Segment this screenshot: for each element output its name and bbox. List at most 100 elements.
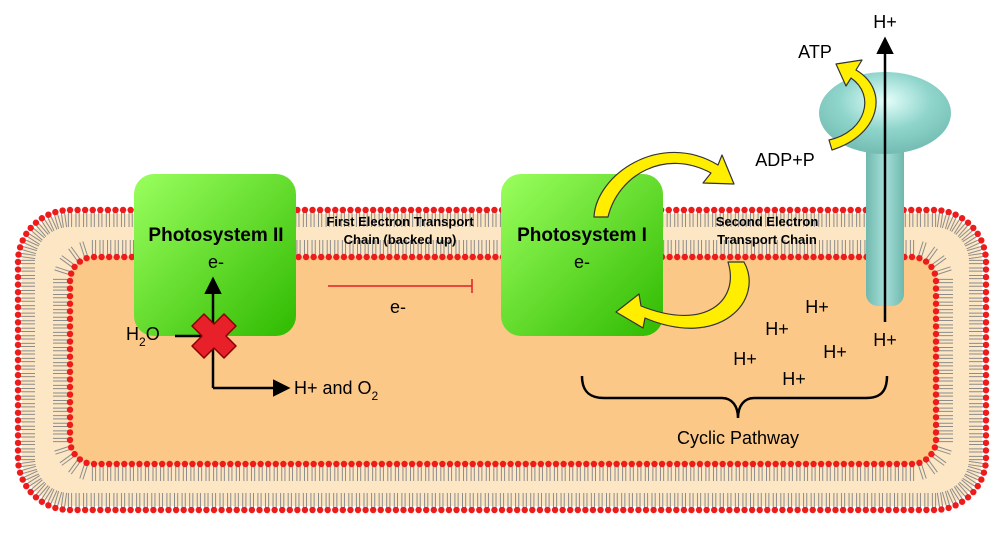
phospholipid-head xyxy=(878,460,885,468)
lipid-tail xyxy=(19,465,37,472)
phospholipid-head xyxy=(423,206,430,214)
phospholipid-head xyxy=(734,460,741,468)
phospholipid-head xyxy=(272,460,279,468)
phospholipid-head xyxy=(324,206,331,214)
phospholipid-head xyxy=(83,254,90,262)
phospholipid-head xyxy=(665,506,672,514)
phospholipid-head xyxy=(302,460,310,468)
phospholipid-head xyxy=(982,432,990,439)
phospholipid-head xyxy=(932,323,940,330)
lipid-tail xyxy=(930,255,945,267)
lipid-tail xyxy=(920,462,927,479)
phospholipid-head xyxy=(128,253,136,261)
phospholipid-head xyxy=(32,494,40,501)
phospholipid-head xyxy=(301,506,309,514)
photosystem-ii-electron: e- xyxy=(208,252,224,272)
phospholipid-head xyxy=(932,330,940,338)
phospholipid-head xyxy=(627,506,635,514)
phospholipid-head xyxy=(445,506,453,514)
lipid-tail xyxy=(946,213,955,230)
phospholipid-head xyxy=(401,460,408,468)
phospholipid-head xyxy=(378,253,386,261)
lipid-tail xyxy=(40,218,51,234)
lipid-tail xyxy=(20,468,38,475)
phospholipid-head xyxy=(180,506,187,514)
lipid-tail xyxy=(36,485,49,499)
phospholipid-head xyxy=(932,391,940,398)
phospholipid-head xyxy=(620,460,628,468)
phospholipid-head xyxy=(280,460,287,468)
lipid-tail xyxy=(18,460,36,465)
phospholipid-head xyxy=(923,506,930,514)
lipid-tail xyxy=(55,266,72,273)
phospholipid-head xyxy=(719,253,726,261)
phospholipid-head xyxy=(970,224,977,232)
phospholipid-head xyxy=(810,253,817,261)
phospholipid-head xyxy=(477,460,484,468)
phospholipid-head xyxy=(636,460,643,468)
phospholipid-head xyxy=(14,424,22,432)
phospholipid-head xyxy=(477,253,484,261)
phospholipid-head xyxy=(945,208,952,216)
phospholipid-head xyxy=(930,206,938,214)
phospholipid-head xyxy=(14,281,22,288)
phospholipid-head xyxy=(468,206,475,214)
phospholipid-head xyxy=(14,319,22,326)
phospholipid-head xyxy=(689,460,696,468)
lipid-tail xyxy=(953,486,964,502)
phospholipid-head xyxy=(27,224,34,232)
cyclic-flow xyxy=(593,152,750,329)
phospholipid-head xyxy=(105,253,113,261)
phospholipid-head xyxy=(695,506,703,514)
phospholipid-head xyxy=(982,417,990,424)
phospholipid-head xyxy=(446,460,454,468)
phospholipid-head xyxy=(718,206,725,214)
phospholipid-head xyxy=(400,206,407,214)
bracket-line xyxy=(580,375,889,419)
phospholipid-head xyxy=(66,285,74,292)
phospholipid-head xyxy=(14,356,22,364)
water-label: H2O xyxy=(126,324,160,349)
phospholipid-head xyxy=(430,506,437,514)
phospholipid-head xyxy=(551,506,559,514)
phospholipid-head xyxy=(727,460,734,468)
phospholipid-head xyxy=(355,460,363,468)
phospholipid-head xyxy=(982,341,990,349)
phospholipid-head xyxy=(385,206,392,214)
phospholipid-head xyxy=(219,460,226,468)
phospholipid-head xyxy=(847,206,854,214)
lipid-tail xyxy=(46,215,55,232)
phospholipid-head xyxy=(158,460,166,468)
phospholipid-head xyxy=(801,206,809,214)
phospholipid-head xyxy=(119,206,127,214)
phospholipid-head xyxy=(786,206,794,214)
phospholipid-head xyxy=(688,206,695,214)
phospholipid-head xyxy=(787,253,795,261)
phospholipid-head xyxy=(121,253,128,261)
phospholipid-head xyxy=(530,460,537,468)
phospholipid-head xyxy=(982,462,989,469)
phospholipid-head xyxy=(66,206,74,214)
phospholipid-head xyxy=(98,460,105,468)
second-etc-line2: Transport Chain xyxy=(717,232,817,247)
phospholipid-head xyxy=(76,456,84,463)
phospholipid-head xyxy=(932,300,940,307)
phospholipid-head xyxy=(974,230,981,238)
lipid-tail xyxy=(962,477,978,488)
phospholipid-head xyxy=(855,253,863,261)
phospholipid-head xyxy=(982,379,990,386)
phospholipid-head xyxy=(371,460,378,468)
phospholipid-head xyxy=(439,253,446,261)
phospholipid-head xyxy=(14,439,22,447)
lipid-tail xyxy=(967,465,985,472)
phospholipid-head xyxy=(680,206,688,214)
phospholipid-head xyxy=(748,506,756,514)
phospholipid-head xyxy=(696,460,704,468)
phospholipid-head xyxy=(908,460,916,468)
phospholipid-head xyxy=(703,206,710,214)
phospholipid-head xyxy=(665,206,672,214)
photosystem-ii: Photosystem II e- xyxy=(134,174,296,336)
phospholipid-head xyxy=(66,414,74,421)
phospholipid-head xyxy=(514,460,522,468)
